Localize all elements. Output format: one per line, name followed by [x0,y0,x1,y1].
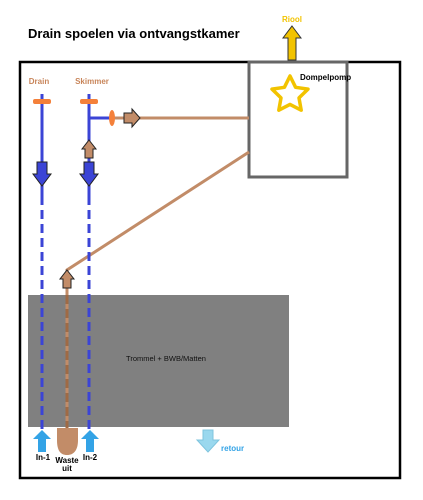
trommel-label: Trommel + BWB/Matten [126,354,206,363]
chamber-valve-icon [109,110,115,126]
skimmer-label: Skimmer [75,77,109,86]
in1-arrow-icon [33,430,51,452]
dompelpomp-label: Dompelpomp [300,73,351,82]
drain-valve-icon [33,99,51,104]
waste-up-arrow-icon [58,269,76,289]
waste-label-line2: uit [62,464,72,473]
dompelpomp-star-icon [270,74,310,112]
in1-label: In-1 [36,453,51,462]
waste-label-line1: Waste [55,456,79,465]
drain-label: Drain [29,77,50,86]
retour-arrow-icon [195,429,221,453]
skimmer-down-arrow-icon [79,161,99,187]
trommel-bwb-box [28,295,289,427]
skimmer-up-arrow-icon [80,139,98,159]
outer-frame [18,60,402,480]
in2-arrow-icon [81,430,99,452]
skimmer-valve-icon [80,99,98,104]
diagram-title: Drain spoelen via ontvangstkamer [28,26,240,41]
riool-arrow [282,25,302,61]
to-chamber-arrow-icon [123,107,141,129]
riool-label: Riool [282,15,302,24]
drain-down-arrow-icon [32,161,52,187]
in2-label: In-2 [83,453,98,462]
retour-label: retour [221,444,244,453]
waste-drop-icon [57,428,78,455]
